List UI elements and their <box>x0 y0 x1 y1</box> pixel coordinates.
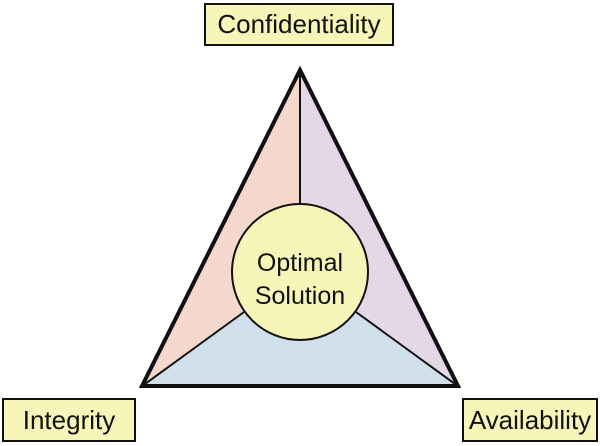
triangle-outline <box>138 65 462 388</box>
divider-left <box>144 311 245 385</box>
center-label-line2: Solution <box>255 282 345 310</box>
availability-label: Availability <box>462 398 598 442</box>
optimal-solution-circle <box>231 203 369 341</box>
confidentiality-label: Confidentiality <box>204 3 394 46</box>
center-label-line1: Optimal <box>257 249 343 277</box>
integrity-label: Integrity <box>2 398 136 442</box>
divider-right <box>355 311 456 385</box>
